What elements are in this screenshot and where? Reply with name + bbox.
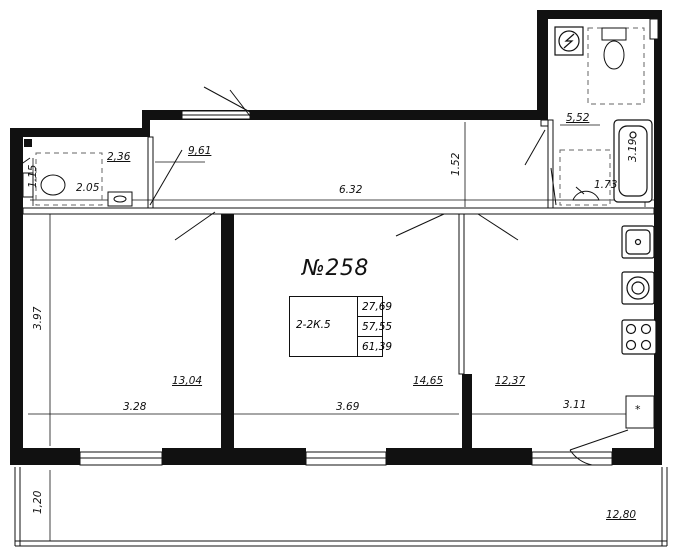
vent-mark: * <box>635 403 641 416</box>
area-bathroom-small: 2,36 <box>107 151 131 163</box>
dim-hall-depth: 1.52 <box>450 152 462 176</box>
area-room-middle: 14,65 <box>413 375 444 387</box>
dim-kitchen-width: 3.11 <box>563 399 587 411</box>
spec-row-line <box>357 316 383 317</box>
apartment-number: №258 <box>302 256 369 281</box>
apartment-spec-box: 2-2К.5 27,69 57,55 61,39 <box>289 296 393 357</box>
exterior-walls <box>10 10 662 465</box>
apartment-type: 2-2К.5 <box>296 319 331 331</box>
door-swings <box>19 86 629 466</box>
interior-partitions <box>22 119 655 375</box>
kitchen-sink-icon <box>621 225 655 259</box>
dim-balcony-depth: 1,20 <box>32 490 44 514</box>
area-room-left: 13,04 <box>172 375 203 387</box>
area-bathroom-large: 5,52 <box>566 112 590 124</box>
living-area: 27,69 <box>362 301 393 313</box>
area-balcony: 12,80 <box>606 509 637 521</box>
dim-bath-large-depth: 3.19 <box>627 138 639 162</box>
area-kitchen: 12,37 <box>495 375 526 387</box>
column-stub <box>24 139 32 147</box>
area-hallway: 9,61 <box>188 145 212 157</box>
dim-hall-length: 6.32 <box>339 184 363 196</box>
toilet-icon <box>601 27 627 70</box>
dim-bath-small-depth: 1.15 <box>27 164 39 188</box>
electric-panel-icon <box>554 26 584 56</box>
total-area: 57,55 <box>362 321 393 333</box>
total-area-with-balcony: 61,39 <box>362 341 393 353</box>
washing-machine-icon <box>621 271 655 305</box>
dim-bath-small-width: 2.05 <box>76 182 100 194</box>
dim-room-depth: 3.97 <box>32 306 44 330</box>
spec-divider <box>357 297 358 356</box>
balcony-outline <box>14 467 668 547</box>
stove-icon <box>621 319 657 355</box>
dim-bath-large-width: 1.73 <box>594 179 618 191</box>
vent-box <box>625 395 655 429</box>
sink-icon <box>22 172 600 207</box>
dim-room-left-width: 3.28 <box>123 401 147 413</box>
dim-room-middle-width: 3.69 <box>336 401 360 413</box>
spec-row-line <box>357 336 383 337</box>
bathtub-icon <box>613 119 653 203</box>
